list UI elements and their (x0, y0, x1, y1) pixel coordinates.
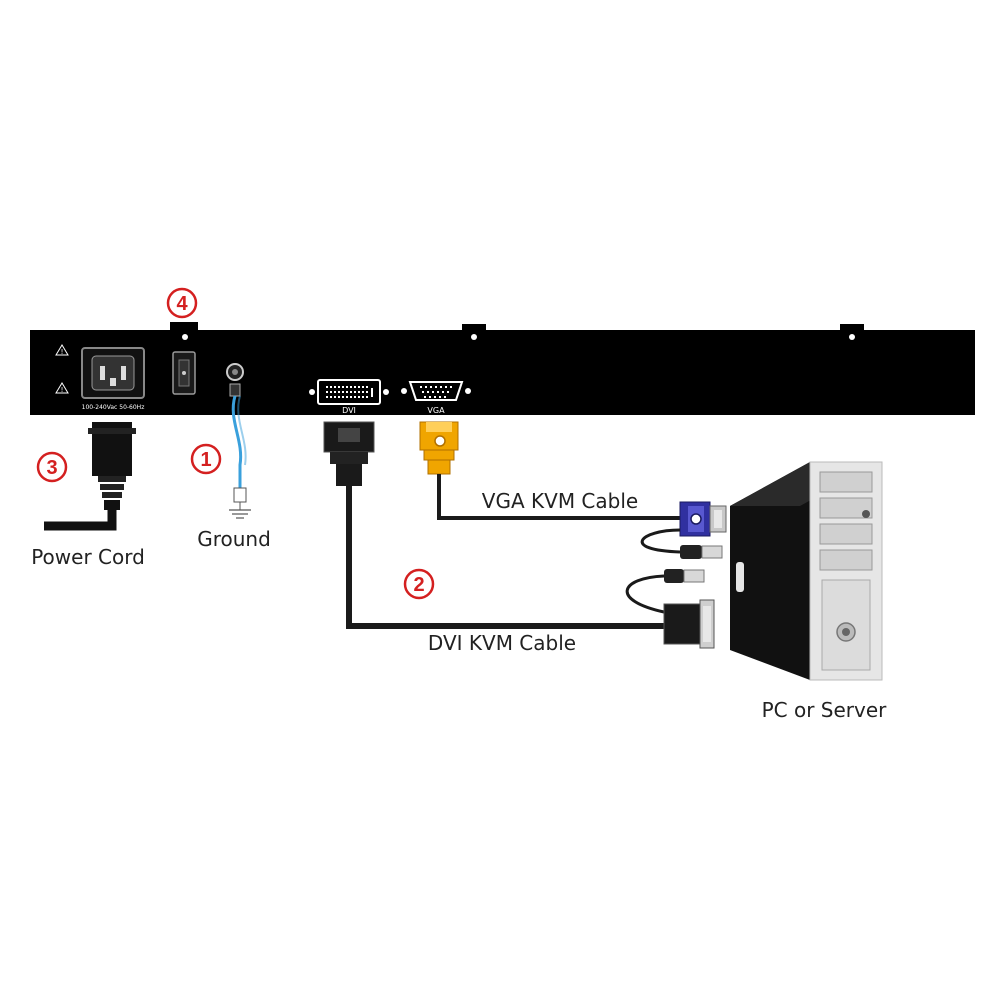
power-cord-label: Power Cord (31, 545, 145, 569)
svg-text:2: 2 (413, 574, 424, 596)
marker-4: 4 (166, 287, 198, 319)
dvi-port-label: DVI (342, 406, 356, 415)
power-rating-text: 100-240Vac 50-60Hz (82, 404, 145, 411)
svg-text:3: 3 (46, 457, 57, 479)
marker-1: 1 (190, 443, 222, 475)
vga-kvm-cable (419, 421, 727, 559)
dvi-kvm-cable (323, 421, 715, 649)
pc-or-server-label: PC or Server (762, 698, 888, 722)
vga-kvm-cable-label: VGA KVM Cable (482, 489, 638, 513)
vga-port-label: VGA (427, 406, 445, 415)
svg-text:1: 1 (200, 449, 211, 471)
rear-panel (30, 322, 975, 415)
warning-icon: ! (55, 382, 69, 394)
pc-tower-icon (730, 461, 883, 681)
warning-icon: ! (55, 344, 69, 356)
dvi-kvm-cable-label: DVI KVM Cable (428, 631, 576, 655)
dvi-port (309, 379, 389, 405)
ground-symbol-icon (229, 487, 251, 519)
ground-label: Ground (197, 527, 271, 551)
power-inlet (81, 347, 145, 399)
svg-text:4: 4 (176, 293, 188, 315)
marker-2: 2 (403, 568, 435, 600)
vga-port (401, 381, 471, 401)
power-cord-plug (44, 422, 136, 531)
ground-wire (231, 395, 247, 488)
ground-terminal (226, 363, 244, 397)
svg-text:!: ! (61, 348, 64, 356)
power-switch (172, 351, 196, 395)
marker-3: 3 (36, 451, 68, 483)
svg-text:!: ! (61, 386, 64, 394)
